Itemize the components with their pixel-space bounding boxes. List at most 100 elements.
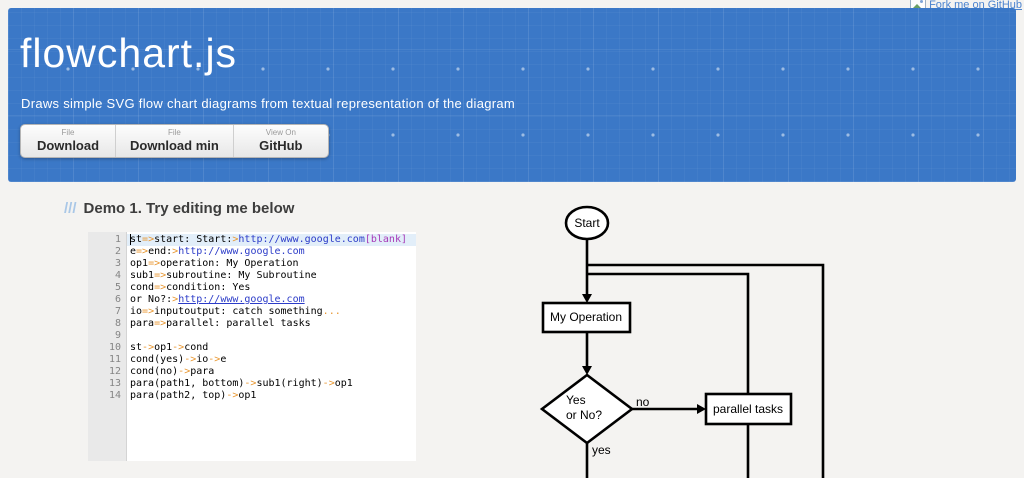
fork-me-label: Fork me on GitHub (929, 0, 1022, 11)
start-node-label: Start (574, 216, 600, 230)
code-token: http://www.google.com (178, 294, 305, 305)
flowchart-diagram: Start My Operation Yes or No? parallel t… (520, 195, 1024, 478)
github-button-label: GitHub (259, 138, 303, 153)
text-cursor (130, 234, 131, 245)
operation-node-label: My Operation (550, 310, 622, 324)
code-line[interactable]: sub1=>subroutine: My Subroutine (127, 270, 416, 282)
code-token: or No?: (130, 294, 173, 305)
code-line[interactable]: cond(no)->para (127, 366, 416, 378)
code-token: > (172, 246, 179, 257)
code-line[interactable]: cond(yes)->io->e (127, 354, 416, 366)
code-token: => (142, 306, 155, 317)
code-token: io (130, 306, 143, 317)
arrowhead-cond (582, 366, 592, 375)
line-number: 13 (108, 378, 121, 389)
download-min-button[interactable]: File Download min (115, 125, 233, 157)
code-token: > (172, 294, 179, 305)
edge-label-no: no (636, 395, 650, 409)
code-token: -> (172, 342, 185, 353)
line-number: 2 (114, 246, 121, 257)
condition-node[interactable]: Yes or No? (539, 373, 635, 445)
code-line[interactable]: or No?:>http://www.google.com (127, 294, 416, 306)
heading-slashes: /// (64, 200, 77, 217)
code-line[interactable]: para(path2, top)->op1 (127, 390, 416, 402)
code-lines[interactable]: st=>start: Start:>http://www.google.com[… (127, 232, 416, 461)
condition-node-label-line2: or No? (566, 408, 602, 422)
download-min-button-label: Download min (130, 138, 219, 153)
parallel-node: parallel tasks (704, 392, 793, 426)
code-token: => (154, 282, 167, 293)
site-title: flowchart.js (20, 30, 238, 76)
github-button[interactable]: View On GitHub (232, 125, 328, 157)
edge-para-top-return (587, 272, 750, 394)
code-token: cond (184, 342, 209, 353)
code-token: operation: My Operation (160, 258, 299, 269)
demo-section-heading: /// Demo 1. Try editing me below (64, 200, 294, 217)
code-token: parallel: parallel tasks (166, 318, 311, 329)
code-token: io (196, 354, 209, 365)
code-line[interactable] (127, 330, 416, 342)
line-number: 11 (108, 354, 121, 365)
code-token: cond(yes) (130, 354, 185, 365)
code-token: para (190, 366, 215, 377)
header-button-group: File Download File Download min View On … (20, 124, 329, 158)
flowchart-edges (585, 239, 825, 478)
code-token: => (142, 234, 155, 245)
code-token: condition: Yes (166, 282, 251, 293)
code-line[interactable]: e=>end:>http://www.google.com (127, 246, 416, 258)
code-token: op1 (130, 258, 149, 269)
edge-sub1-return (587, 263, 825, 478)
code-token: http://www.google.com (178, 246, 305, 257)
heading-text: Demo 1. Try editing me below (83, 200, 295, 217)
line-number: 8 (114, 318, 121, 329)
code-token: para(path2, top) (130, 390, 227, 401)
code-token: => (154, 270, 167, 281)
condition-node-label-line1: Yes (566, 393, 586, 407)
code-token: -> (208, 354, 221, 365)
github-button-eyebrow: View On (265, 128, 296, 137)
code-line[interactable]: op1=>operation: My Operation (127, 258, 416, 270)
code-token: -> (322, 378, 335, 389)
code-line[interactable]: para(path1, bottom)->sub1(right)->op1 (127, 378, 416, 390)
parallel-node-label: parallel tasks (713, 402, 783, 416)
code-line[interactable]: io=>inputoutput: catch something... (127, 306, 416, 318)
edge-label-yes: yes (592, 443, 611, 457)
line-number: 1 (114, 234, 121, 245)
code-token: cond (130, 282, 155, 293)
line-number: 5 (114, 282, 121, 293)
code-token: para(path1, bottom) (130, 378, 245, 389)
line-number: 12 (108, 366, 121, 377)
line-number: 6 (114, 294, 121, 305)
code-token: => (148, 258, 161, 269)
code-line[interactable]: st=>start: Start:>http://www.google.com[… (127, 234, 416, 246)
code-token: e (130, 246, 137, 257)
code-token: => (136, 246, 149, 257)
code-token: ... (322, 306, 341, 317)
code-token: -> (142, 342, 155, 353)
code-token: op1 (154, 342, 173, 353)
site-subtitle: Draws simple SVG flow chart diagrams fro… (21, 96, 516, 111)
code-token: [blank] (364, 234, 407, 245)
start-node[interactable]: Start (564, 205, 610, 241)
line-number: 9 (114, 330, 121, 341)
code-token: sub1 (130, 270, 155, 281)
download-min-button-eyebrow: File (167, 128, 181, 137)
line-number: 3 (114, 258, 121, 269)
download-button[interactable]: File Download (21, 125, 115, 157)
code-token: -> (226, 390, 239, 401)
code-token: op1 (238, 390, 257, 401)
code-token: subroutine: My Subroutine (166, 270, 317, 281)
code-line[interactable]: st->op1->cond (127, 342, 416, 354)
operation-node: My Operation (541, 301, 632, 334)
flowchart-arrowheads (582, 294, 706, 414)
line-number: 4 (114, 270, 121, 281)
code-line[interactable]: para=>parallel: parallel tasks (127, 318, 416, 330)
header-banner: flowchart.js Draws simple SVG flow chart… (8, 8, 1016, 182)
code-token: -> (184, 354, 197, 365)
download-button-eyebrow: File (61, 128, 75, 137)
code-token: http://www.google.com (238, 234, 365, 245)
code-line[interactable]: cond=>condition: Yes (127, 282, 416, 294)
code-token: cond(no) (130, 366, 179, 377)
line-number: 7 (114, 306, 121, 317)
